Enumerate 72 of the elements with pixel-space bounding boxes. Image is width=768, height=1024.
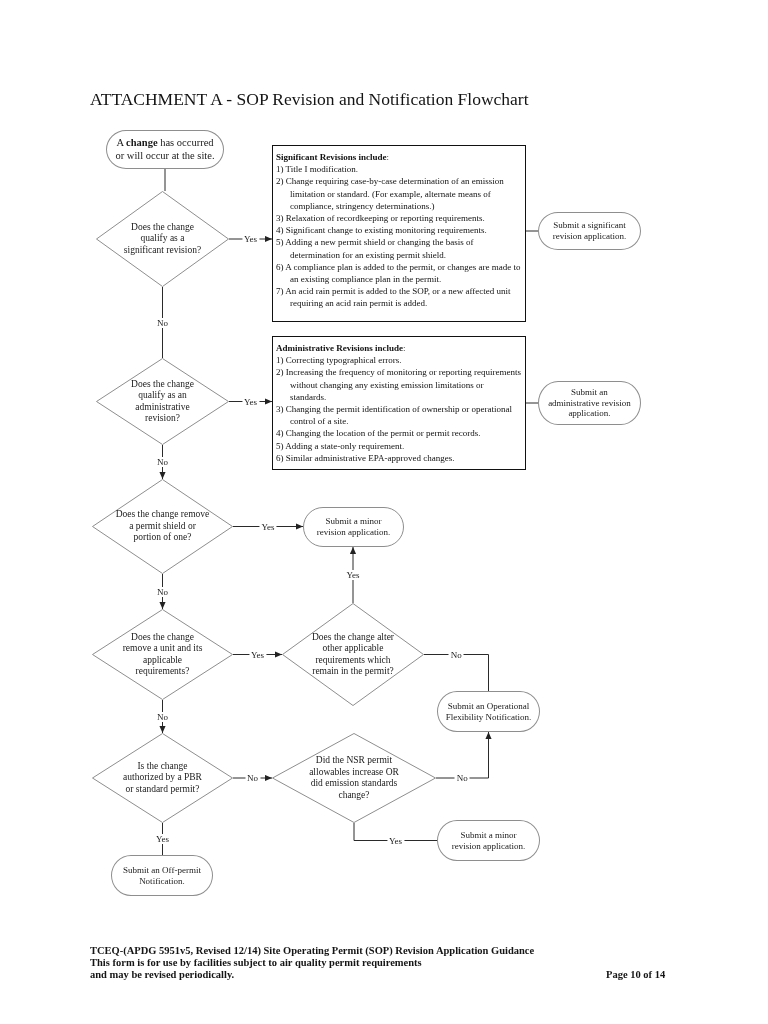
list-heading: Administrative Revisions include: (276, 342, 407, 355)
edge-label: Yes (153, 834, 172, 844)
list-item: 1) Title I modification. (276, 163, 359, 176)
page-number: Page 10 of 14 (606, 969, 666, 981)
edge-label: Yes (241, 396, 260, 407)
decision-diamond (92, 733, 233, 823)
list-item: 5) Adding a state-only requirement. (276, 439, 406, 452)
question-text: Did the NSR permit allowables increase OR did emission standards change? (308, 755, 400, 801)
edge-label: No (448, 649, 464, 660)
decision-diamond (272, 733, 436, 823)
question-text: Does the change qualify as a significant revision? (123, 221, 202, 257)
terminal-text: Submit an Off-permit Notification. (122, 864, 202, 887)
connector-line (423, 654, 489, 692)
decision-diamond (282, 603, 424, 706)
outcome-terminal (437, 691, 540, 732)
list-heading: Significant Revisions include: (276, 151, 391, 164)
edge-label: No (454, 773, 470, 783)
decision-diamond (92, 479, 233, 574)
connector-line (164, 168, 166, 192)
list-item: 3) Changing the permit identification of ownership or operational control of a site. (276, 403, 513, 428)
list-item: 7) An acid rain permit is added to the SOP, or a new affected unit requiring an acid rain permit is added. (276, 285, 512, 310)
list-item: 6) Similar administrative EPA-approved changes. (276, 451, 456, 465)
edge-label: No (245, 773, 260, 783)
edge-label: No (155, 457, 170, 467)
terminal-text: Submit an administrative revision application. (547, 386, 632, 420)
outcome-terminal (437, 820, 540, 861)
list-item: 2) Change requiring case-by-case determination of an emission limitation or standard. (For example, alternate means of compliance, stringency determinations.) (276, 175, 505, 212)
list-item: 2) Increasing the frequency of monitoring or reporting requirements without changing any existing emission limitations or standards. (276, 366, 521, 403)
decision-diamond (92, 609, 233, 700)
decision-diamond (96, 358, 229, 445)
start-terminal (106, 130, 224, 169)
edge-label: Yes (344, 570, 362, 580)
question-text: Does the change alter other applicable requirements which remain in the permit? (311, 631, 395, 678)
terminal-text: Submit a significant revision application. (551, 220, 628, 242)
outcome-terminal (303, 507, 404, 547)
list-item: 6) A compliance plan is added to the permit, or changes are made to an existing compliance plan in the permit. (276, 260, 521, 286)
edge-label: Yes (386, 835, 405, 846)
footer-text: and may be revised periodically. (90, 969, 235, 981)
question-text: Does the change remove a unit and its applicable requirements? (121, 631, 204, 678)
list-item: 1) Correcting typographical errors. (276, 354, 403, 367)
terminal-text: A change has occurred or will occur at the site. (114, 136, 216, 163)
list-item: 4) Changing the location of the permit or permit records. (276, 427, 482, 440)
terminal-text: Submit a minor revision application. (450, 829, 527, 852)
edge-label: No (155, 586, 170, 597)
terminal-text: Submit an Operational Flexibility Notification. (445, 700, 532, 723)
terminal-text: Submit a minor revision application. (315, 516, 392, 538)
connector-line (162, 822, 163, 856)
flow-arrow (435, 731, 492, 779)
page-title: ATTACHMENT A - SOP Revision and Notification Flowchart (90, 88, 529, 110)
connector-line (525, 230, 539, 232)
question-text: Does the change qualify as an administrative revision? (130, 378, 195, 425)
criteria-box (272, 336, 526, 470)
outcome-terminal (538, 212, 641, 250)
list-item: 3) Relaxation of recordkeeping or reporting requirements. (276, 212, 486, 225)
outcome-terminal (538, 381, 641, 425)
edge-label: Yes (259, 521, 277, 532)
edge-label: Yes (248, 649, 267, 660)
list-item: 5) Adding a new permit shield or changing the basis of determination for an existing permit shield. (276, 236, 475, 261)
footer-text: TCEQ-(APDG 5951v5, Revised 12/14) Site Operating Permit (SOP) Revision Application Guidance (90, 945, 535, 957)
connector-line (162, 286, 163, 359)
flow-arrow (349, 546, 357, 604)
list-item: 4) Significant change to existing monitoring requirements. (276, 224, 488, 237)
question-text: Does the change remove a permit shield or portion of one? (114, 509, 211, 544)
edge-label: Yes (241, 234, 260, 244)
criteria-box (272, 145, 526, 322)
edge-label: No (155, 317, 170, 328)
connector-line (525, 402, 539, 404)
edge-label: No (155, 711, 170, 722)
outcome-terminal (111, 855, 213, 896)
question-text: Is the change authorized by a PBR or standard permit? (122, 760, 203, 796)
decision-diamond (96, 191, 229, 287)
footer-text: This form is for use by facilities subject to air quality permit requirements (90, 957, 422, 969)
